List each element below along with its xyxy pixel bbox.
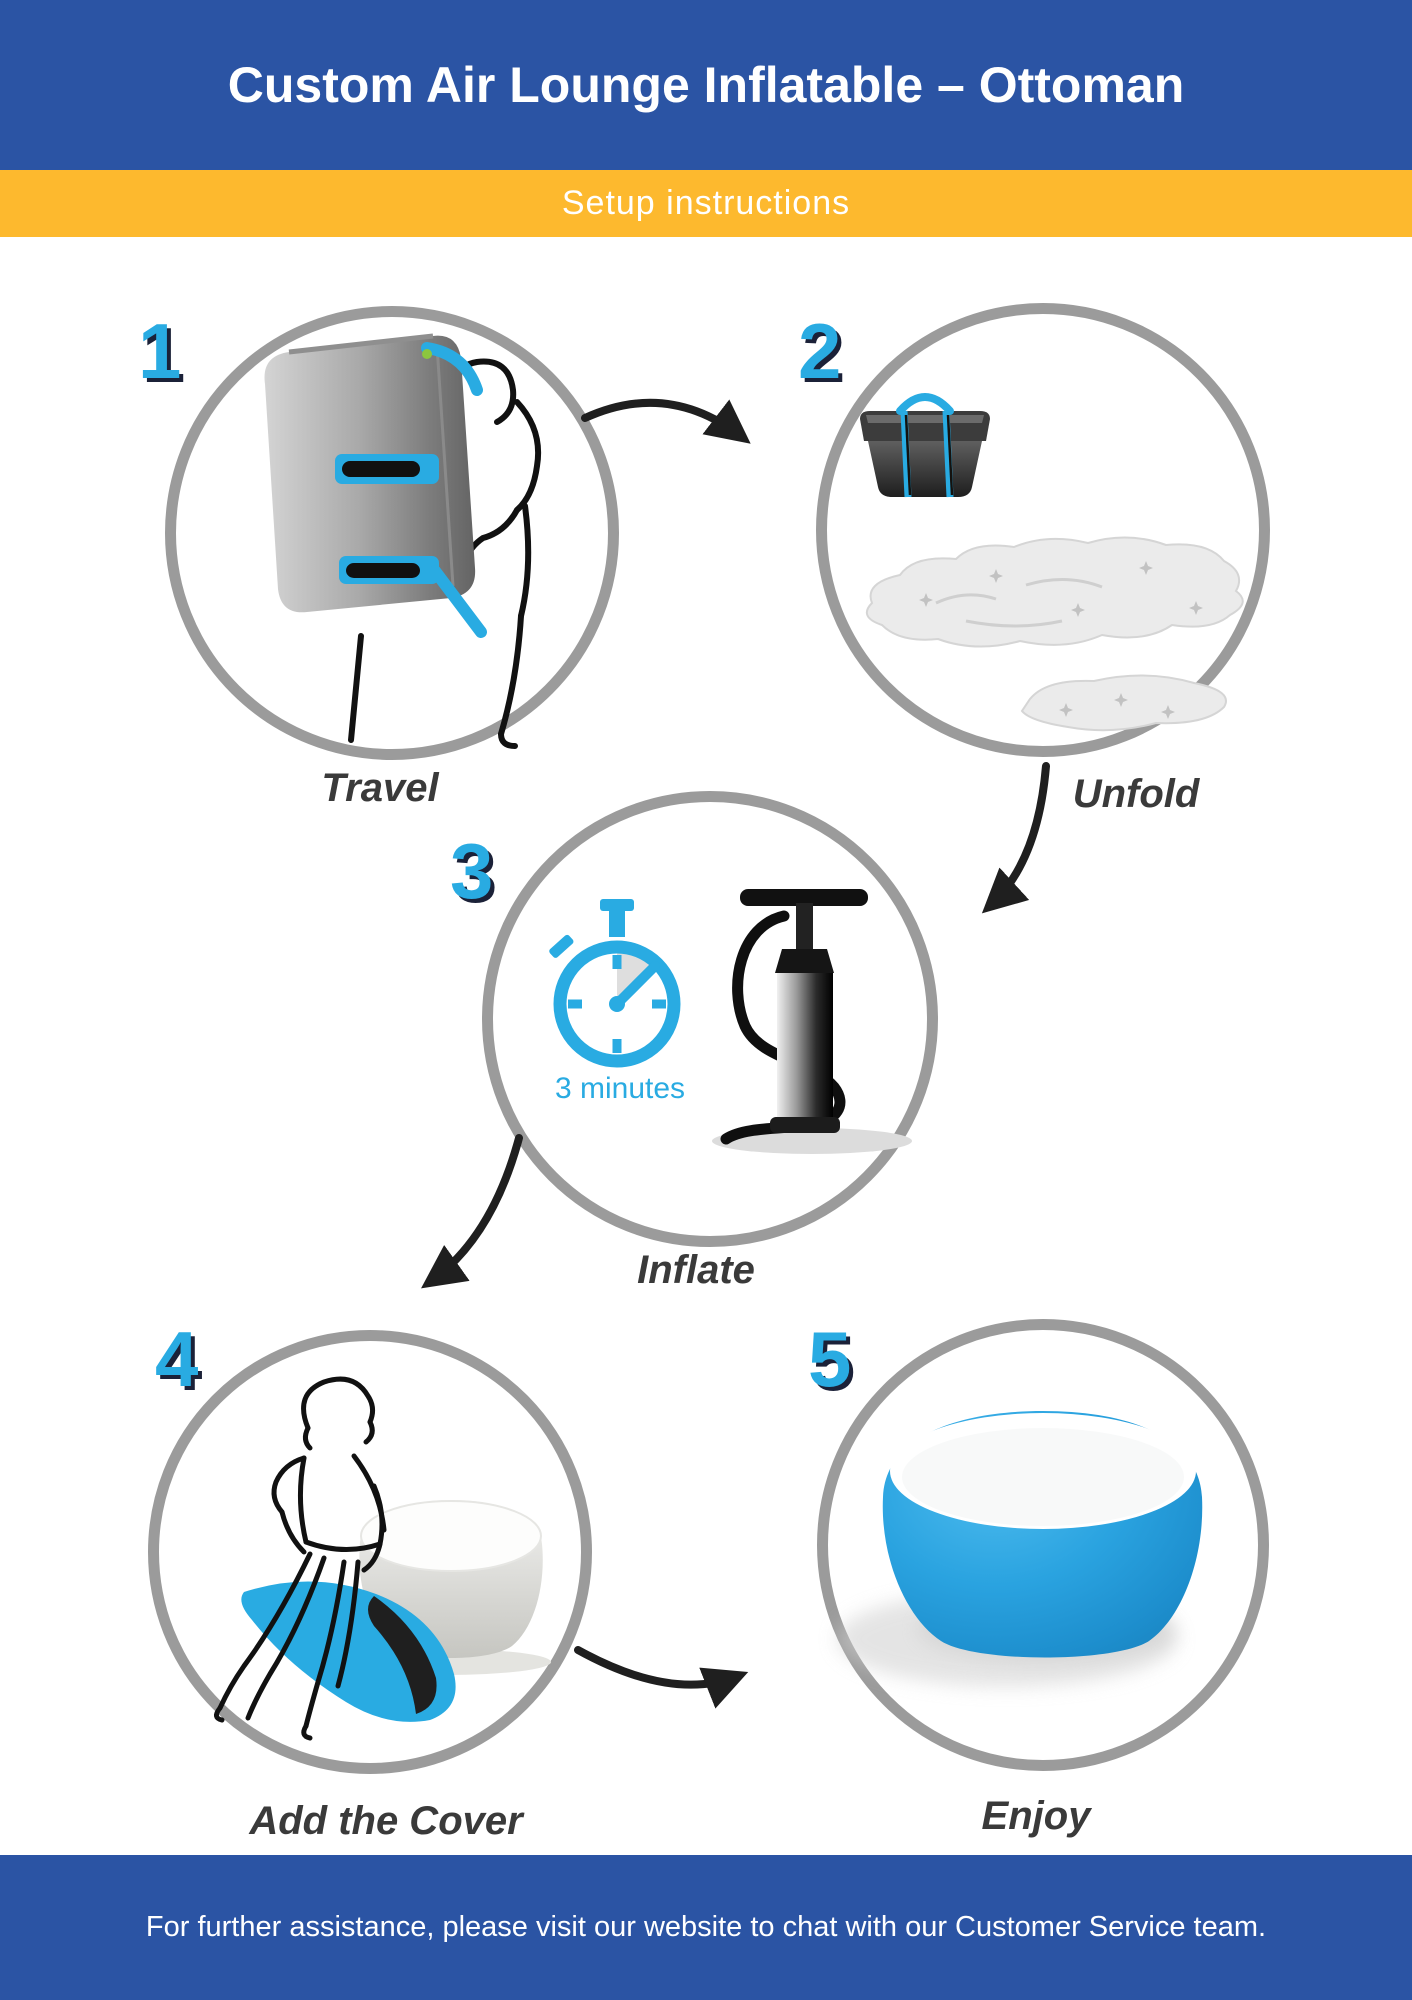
- add-cover-icon: [214, 1376, 551, 1741]
- step-1-label: Travel: [321, 766, 439, 810]
- step-2-number: 2: [798, 307, 842, 395]
- stopwatch: [549, 899, 681, 1068]
- step-3-number: 3: [450, 827, 494, 915]
- subtitle-banner: Setup instructions: [0, 170, 1412, 237]
- step-5-label: Enjoy: [981, 1794, 1091, 1838]
- step-2-label: Unfold: [1072, 772, 1200, 816]
- step-4-label: Add the Cover: [249, 1799, 523, 1843]
- footer-banner: For further assistance, please visit our…: [0, 1855, 1412, 2000]
- arrow-step4-to-step5: [574, 1646, 749, 1709]
- backpack-travel-icon: [264, 333, 542, 749]
- step-5-number: 5: [808, 1315, 852, 1403]
- footer-text: For further assistance, please visit our…: [145, 1911, 1267, 1943]
- finished-ottoman-icon: [837, 1411, 1203, 1687]
- arrow-step2-to-step3: [981, 762, 1050, 914]
- step-2-circle: [816, 303, 1270, 757]
- unfold-fabric-icon: [860, 393, 1244, 732]
- page-title: Custom Air Lounge Inflatable – Ottoman: [227, 57, 1185, 113]
- hand-pump: [712, 889, 912, 1154]
- stopwatch-pump-icon: [549, 889, 912, 1154]
- subtitle: Setup instructions: [561, 184, 851, 222]
- timer-text: 3 minutes: [554, 1072, 686, 1105]
- title-banner: Custom Air Lounge Inflatable – Ottoman: [0, 0, 1412, 170]
- step-3-label: Inflate: [637, 1248, 755, 1292]
- step-4-number: 4: [155, 1315, 199, 1403]
- step-1-number: 1: [138, 307, 182, 395]
